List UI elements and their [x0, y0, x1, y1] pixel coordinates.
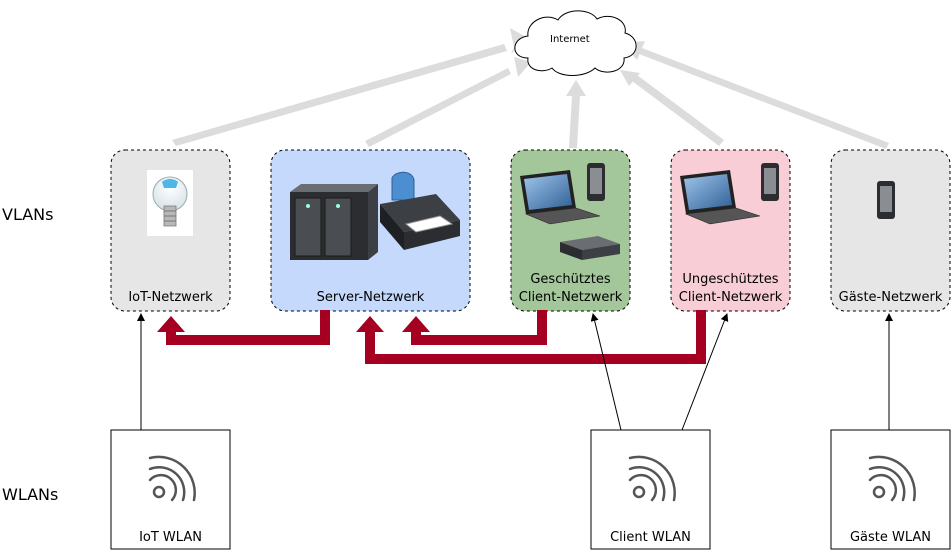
- wifi-icon: [628, 455, 676, 502]
- access-arrow-server-to-iot: [166, 310, 330, 345]
- vlan-label-guest: Gäste-Netzwerk: [838, 290, 943, 305]
- wlans-side-label: WLANs: [2, 485, 59, 504]
- laptop-icon: [680, 170, 761, 225]
- wlan-boxes: [110, 429, 951, 550]
- wlan-box-iot: [110, 429, 231, 550]
- vlan-box-guest: [830, 149, 951, 312]
- vlan-label-unprotected-line1: Ungeschütztes: [682, 272, 779, 287]
- vlan-label-server: Server-Netzwerk: [316, 290, 425, 305]
- connection-client-to-protected: [590, 313, 622, 431]
- internet-arrow-unprotected: [620, 70, 724, 146]
- access-arrowheads: [157, 316, 430, 332]
- wlan-connections: [137, 313, 893, 431]
- vlan-label-protected-line1: Geschütztes: [530, 272, 611, 287]
- wlan-label-iot: IoT WLAN: [139, 530, 202, 545]
- smartphone-icon: [587, 163, 605, 201]
- internet-cloud: [514, 10, 637, 76]
- vlan-label-protected-line2: Client-Netzwerk: [518, 290, 623, 305]
- light-bulb-icon: [147, 170, 193, 236]
- laptop-icon: [520, 170, 601, 225]
- nas-server-icon: [290, 184, 378, 260]
- access-arrows: [166, 310, 706, 364]
- router-icon: [560, 236, 620, 260]
- wlan-label-client: Client WLAN: [610, 530, 691, 545]
- vlan-label-unprotected-line2: Client-Netzwerk: [678, 290, 783, 305]
- wifi-icon: [868, 455, 916, 502]
- internet-arrow-protected: [566, 80, 586, 148]
- wlan-box-guest: [830, 429, 951, 550]
- vlans-side-label: VLANs: [2, 205, 54, 224]
- internet-label: Internet: [550, 34, 590, 45]
- wifi-icon: [148, 455, 196, 502]
- vlan-label-iot: IoT-Netzwerk: [128, 290, 213, 305]
- wlan-box-client: [590, 429, 711, 550]
- internet-arrow-server: [365, 57, 531, 147]
- smartphone-icon: [877, 181, 895, 219]
- access-arrow-unprotected-to-server: [365, 310, 706, 364]
- access-arrow-protected-to-server: [411, 310, 547, 345]
- smartphone-icon: [761, 163, 779, 201]
- internet-arrows: [172, 28, 889, 149]
- printer-icon: [380, 171, 460, 250]
- connection-client-to-unprotected: [681, 313, 729, 431]
- wlan-label-guest: Gäste WLAN: [849, 530, 932, 545]
